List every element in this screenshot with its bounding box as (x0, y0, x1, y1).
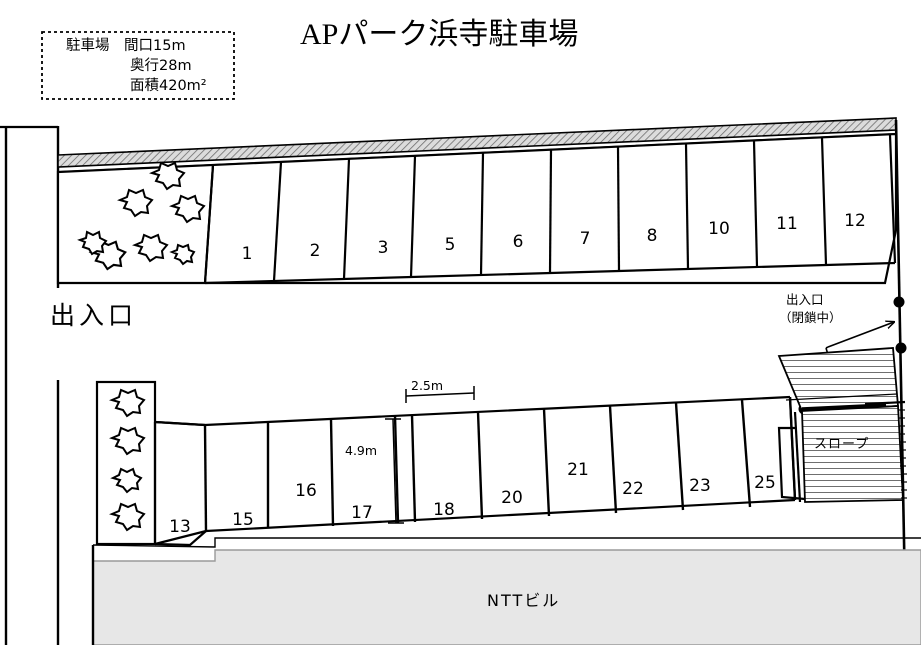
slope-ramp (777, 347, 904, 503)
stall-number[interactable]: 23 (689, 476, 711, 496)
dimension-width-label: 2.5m (411, 378, 444, 393)
stall-number[interactable]: 22 (622, 479, 644, 499)
stall-number[interactable]: 3 (378, 238, 389, 258)
info-area: 面積420m² (130, 78, 207, 94)
stall-number[interactable]: 16 (295, 481, 317, 501)
stall-number[interactable]: 1 (242, 244, 253, 264)
page-title: APパーク浜寺駐車場 (300, 18, 579, 51)
stall-number[interactable]: 25 (754, 473, 776, 493)
dimension-width (405, 386, 475, 403)
bottom-row-dividers (203, 396, 797, 532)
slope-label: スロープ (814, 437, 870, 452)
bottom-driveway-jog (154, 420, 207, 547)
stall-number[interactable]: 10 (708, 219, 730, 239)
entrance-closed-label-line2: （閉鎖中） (779, 310, 842, 325)
stall-number[interactable]: 6 (513, 232, 524, 252)
stall-number[interactable]: 17 (351, 503, 373, 523)
stall-number[interactable]: 21 (567, 460, 589, 480)
stall-number[interactable]: 20 (501, 488, 523, 508)
greenery-top (77, 161, 206, 271)
stall-number[interactable]: 11 (776, 214, 798, 234)
building-label: NTTビル (487, 591, 561, 610)
dimension-depth-label: 4.9m (345, 443, 378, 458)
entrance-main-label: 出入口 (50, 301, 138, 330)
ntt-building (91, 537, 921, 645)
green-strip-west (95, 380, 157, 546)
slope-gate-bar (864, 400, 906, 406)
stall-number[interactable]: 7 (580, 229, 591, 249)
entrance-closed-label-line1: 出入口 (786, 292, 824, 307)
stall-number[interactable]: 5 (445, 235, 456, 255)
top-row-bottom-edge (204, 261, 896, 285)
stall-number[interactable]: 18 (433, 500, 455, 520)
stall-number[interactable]: 2 (310, 241, 321, 261)
stall-number[interactable]: 8 (647, 226, 658, 246)
top-row-dividers (203, 134, 897, 284)
info-box-frame (41, 31, 235, 100)
stall-number[interactable]: 12 (844, 211, 866, 231)
stall-number[interactable]: 15 (232, 510, 254, 530)
dimension-depth (385, 418, 404, 524)
stall-number[interactable]: 13 (169, 517, 191, 537)
info-frontage: 駐車場 間口15m (66, 38, 186, 54)
slope-edge-ticks (899, 409, 907, 499)
info-depth: 奥行28m (130, 58, 192, 74)
